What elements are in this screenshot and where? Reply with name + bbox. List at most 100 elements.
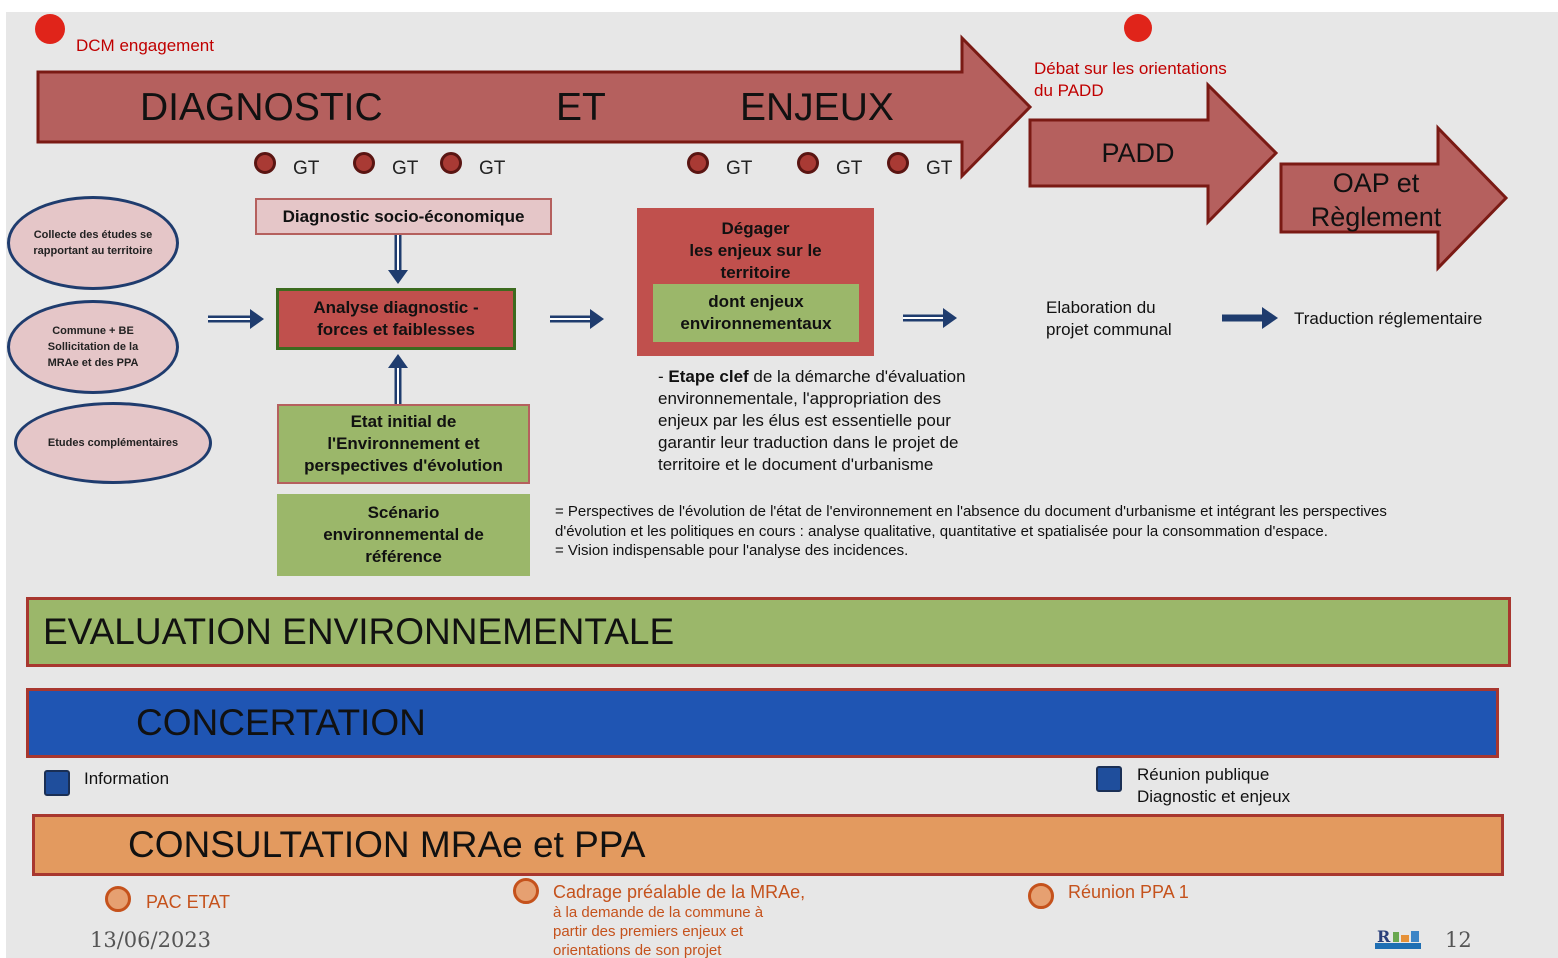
reunion-line-2: Diagnostic et enjeux xyxy=(1137,787,1291,806)
reunion-ppa-marker-icon xyxy=(1028,883,1054,909)
degager-title: Dégager les enjeux sur le territoire xyxy=(637,218,874,284)
flow-arrow-analyse xyxy=(550,309,604,329)
etape-line-2: environnementale, l'appropriation des xyxy=(658,389,941,408)
etape-bold: Etape clef xyxy=(668,367,749,386)
perspectives-line-2: d'évolution et les politiques en cours :… xyxy=(555,522,1328,540)
cadrage-line-2: à la demande de la commune à xyxy=(553,904,764,921)
degager-line-3: territoire xyxy=(720,263,791,282)
cadrage-label: Cadrage préalable de la MRAe, à la deman… xyxy=(553,881,805,958)
elaboration-label: Elaboration du projet communal xyxy=(1046,297,1172,341)
analyse-diagnostic-box: Analyse diagnostic - forces et faiblesse… xyxy=(276,288,516,350)
gt-label: GT xyxy=(479,158,506,179)
flow-arrow-traduction xyxy=(1222,307,1278,329)
oap-label: OAP et Règlement xyxy=(1296,166,1456,234)
dont-line-1: dont enjeux xyxy=(708,292,804,311)
gt-meeting-icon xyxy=(440,152,462,174)
elaboration-line-1: Elaboration du xyxy=(1046,298,1156,317)
reunion-publique-label: Réunion publique Diagnostic et enjeux xyxy=(1137,764,1290,808)
etat-line-1: Etat initial de xyxy=(350,412,457,431)
flow-arrow-sources xyxy=(208,309,264,329)
debat-line-2: du PADD xyxy=(1034,81,1104,100)
scenario-line-1: Scénario xyxy=(367,503,440,522)
gt-meeting-icon xyxy=(797,152,819,174)
et-word: ET xyxy=(556,86,606,129)
cadrage-line-1: Cadrage préalable de la MRAe, xyxy=(553,882,806,902)
oap-line-2: Règlement xyxy=(1310,202,1442,232)
oap-line-1: OAP et xyxy=(1332,168,1420,198)
enjeux-word: ENJEUX xyxy=(740,86,894,129)
svg-text:R: R xyxy=(1377,927,1391,946)
concertation-band: CONCERTATION xyxy=(26,688,1499,758)
padd-label: PADD xyxy=(1101,138,1175,168)
scenario-line-2: environnemental de xyxy=(323,525,484,544)
logo-svg: R xyxy=(1375,927,1421,949)
footer-logo-icon: R xyxy=(1373,926,1423,952)
etape-line-3: enjeux par les élus est essentielle pour xyxy=(658,411,951,430)
reunion-line-1: Réunion publique xyxy=(1137,765,1270,784)
source-oval-etudes: Etudes complémentaires xyxy=(14,402,212,484)
analyse-line-1: Analyse diagnostic - xyxy=(313,298,479,317)
etape-rest: de la démarche d'évaluation xyxy=(748,367,966,386)
etape-clef-note: - Etape clef de la démarche d'évaluation… xyxy=(658,366,966,476)
gt-label: GT xyxy=(392,158,419,179)
evaluation-title: EVALUATION ENVIRONNEMENTALE xyxy=(43,611,675,652)
reunion-ppa-label: Réunion PPA 1 xyxy=(1068,882,1189,902)
source-oval-collecte: Collecte des études se rapportant au ter… xyxy=(7,196,179,290)
gt-meeting-icon xyxy=(353,152,375,174)
gt-label: GT xyxy=(293,158,320,179)
padd-arrow xyxy=(1028,81,1279,226)
gt-label: GT xyxy=(836,158,863,179)
gt-label: GT xyxy=(926,158,953,179)
degager-line-1: Dégager xyxy=(721,219,790,238)
etape-line-1: - Etape clef de la démarche d'évaluation xyxy=(658,366,966,388)
degager-enjeux-box: Dégager les enjeux sur le territoire don… xyxy=(637,208,874,356)
analyse-line-2: forces et faiblesses xyxy=(317,320,475,339)
source-oval-commune: Commune + BE Sollicitation de la MRAe et… xyxy=(7,300,179,394)
information-marker-icon xyxy=(44,770,70,796)
diagnostic-arrow xyxy=(36,34,1033,180)
etape-line-4: garantir leur traduction dans le projet … xyxy=(658,433,959,452)
gt-label: GT xyxy=(726,158,753,179)
oap-arrow xyxy=(1279,124,1509,272)
gt-meeting-icon xyxy=(887,152,909,174)
etape-line-5: territoire et le document d'urbanisme xyxy=(658,455,934,474)
cadrage-line-3: partir des premiers enjeux et xyxy=(553,923,744,940)
diagnostic-socio-box: Diagnostic socio-économique xyxy=(255,198,552,235)
debat-line-1: Débat sur les orientations xyxy=(1034,59,1227,78)
pac-etat-marker-icon xyxy=(105,886,131,912)
etat-line-2: l'Environnement et xyxy=(327,434,480,453)
flow-arrow-enjeux xyxy=(903,308,957,328)
debat-label: Débat sur les orientations du PADD xyxy=(1034,58,1227,102)
etat-initial-box: Etat initial de l'Environnement et persp… xyxy=(277,404,530,484)
flow-arrow-socio-down xyxy=(388,234,408,284)
perspectives-note: = Perspectives de l'évolution de l'état … xyxy=(555,502,1387,561)
dcm-milestone-dot xyxy=(35,14,65,44)
consultation-band: CONSULTATION MRAe et PPA xyxy=(32,814,1504,876)
gt-meeting-icon xyxy=(687,152,709,174)
dcm-engagement-label: DCM engagement xyxy=(76,36,214,55)
perspectives-line-1: = Perspectives de l'évolution de l'état … xyxy=(555,503,1387,520)
flow-arrow-etat-up xyxy=(388,354,408,404)
information-label: Information xyxy=(84,769,170,788)
scenario-line-3: référence xyxy=(365,547,442,566)
cadrage-marker-icon xyxy=(513,878,539,904)
consultation-title: CONSULTATION MRAe et PPA xyxy=(128,824,646,865)
footer-page-number: 12 xyxy=(1445,928,1472,952)
diagnostic-word: DIAGNOSTIC xyxy=(140,86,383,129)
etat-line-3: perspectives d'évolution xyxy=(304,456,503,475)
traduction-label: Traduction réglementaire xyxy=(1294,309,1483,328)
gt-meeting-icon xyxy=(254,152,276,174)
footer-date: 13/06/2023 xyxy=(90,928,212,952)
reunion-publique-marker-icon xyxy=(1096,766,1122,792)
evaluation-band: EVALUATION ENVIRONNEMENTALE xyxy=(26,597,1511,667)
degager-line-2: les enjeux sur le xyxy=(689,241,822,260)
perspectives-line-3: = Vision indispensable pour l'analyse de… xyxy=(555,542,909,559)
debat-milestone-dot xyxy=(1124,14,1152,42)
cadrage-line-4: orientations de son projet xyxy=(553,942,722,958)
dont-line-2: environnementaux xyxy=(680,314,832,333)
etape-prefix: - xyxy=(658,367,669,386)
scenario-reference-box: Scénario environnemental de référence xyxy=(277,494,530,576)
concertation-title: CONCERTATION xyxy=(136,702,426,743)
